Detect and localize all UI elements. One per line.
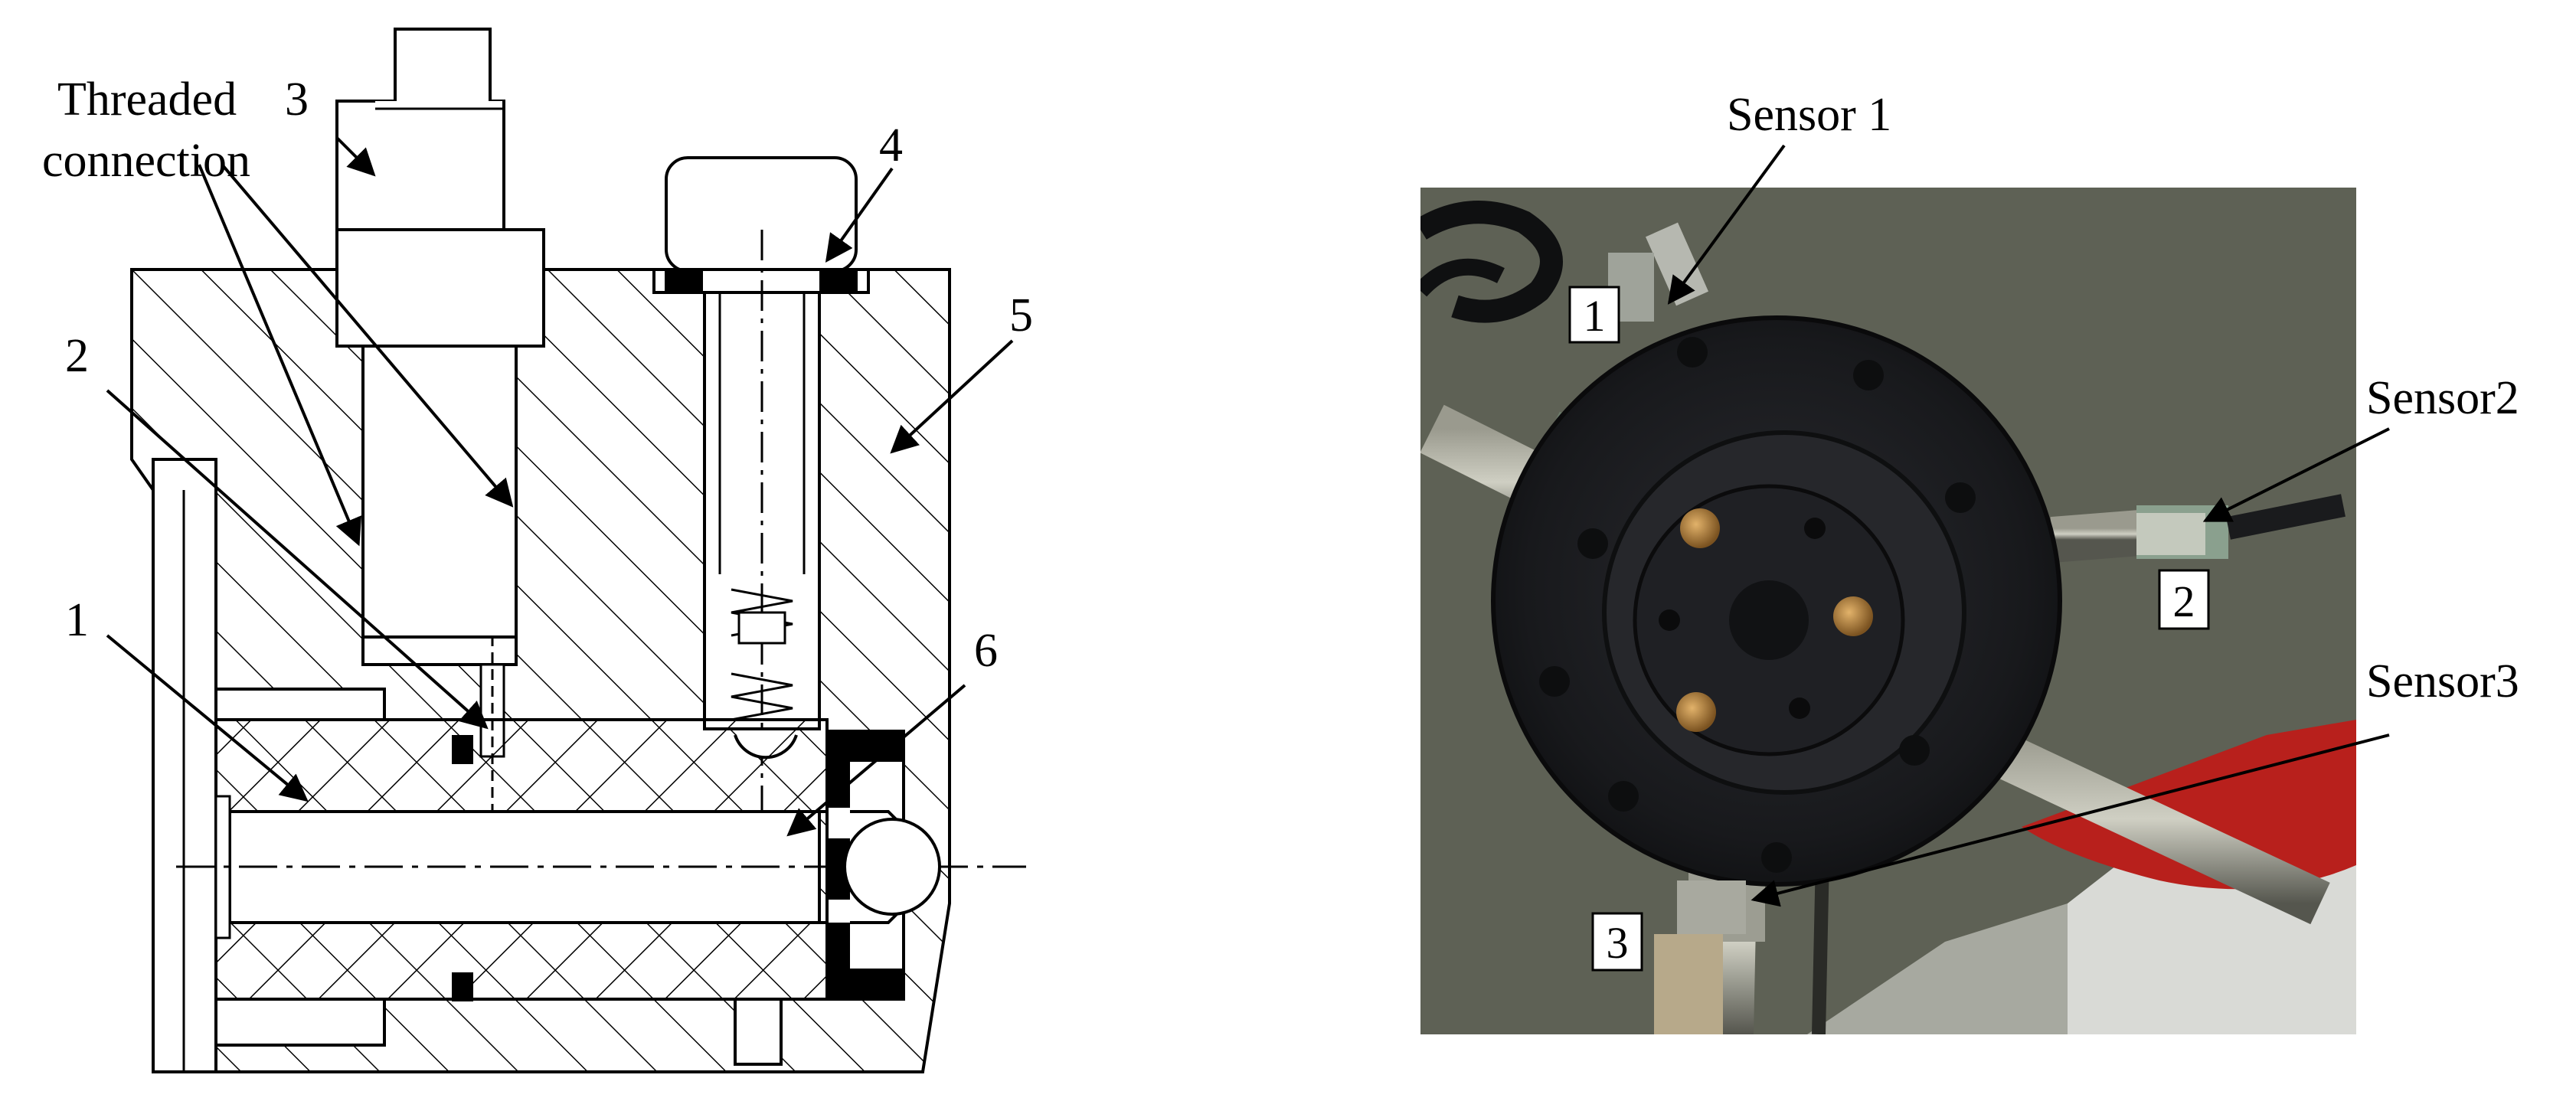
label-part-2: 2 bbox=[65, 330, 89, 382]
leader-lines bbox=[106, 136, 1014, 837]
end-fitting bbox=[825, 730, 941, 1001]
label-sensor-1: Sensor 1 bbox=[1727, 89, 1891, 141]
brass-bolt bbox=[1676, 692, 1716, 732]
sensor-tag-3: 3 bbox=[1591, 912, 1643, 972]
main-bore bbox=[176, 688, 1026, 1066]
svg-text:1: 1 bbox=[1584, 291, 1606, 341]
check-ball bbox=[843, 818, 941, 916]
label-part-3: 3 bbox=[285, 74, 309, 126]
label-threaded-line2: connection bbox=[42, 135, 250, 187]
label-part-5: 5 bbox=[1009, 289, 1033, 341]
label-sensor-3: Sensor3 bbox=[2366, 655, 2519, 707]
svg-text:2: 2 bbox=[2173, 577, 2195, 626]
svg-text:3: 3 bbox=[1607, 918, 1629, 968]
cap-part-4 bbox=[652, 156, 870, 812]
sensor-tag-2: 2 bbox=[2158, 569, 2210, 630]
cross-section-drawing: Threaded connection 3 4 5 2 1 6 bbox=[42, 28, 1033, 1073]
label-threaded-line1: Threaded bbox=[57, 74, 237, 126]
brass-bolt bbox=[1680, 508, 1720, 548]
sensor-fitting-3 bbox=[1677, 880, 1746, 934]
label-sensor-2: Sensor2 bbox=[2366, 372, 2519, 424]
sensor-leaders bbox=[1667, 144, 2390, 907]
sensor-fitting-2 bbox=[2136, 513, 2205, 555]
photo-panel: 1 2 3 Sensor 1 Sensor2 Sensor3 bbox=[1420, 89, 2519, 1034]
label-part-4: 4 bbox=[879, 119, 903, 172]
sensor-tag-1: 1 bbox=[1568, 286, 1620, 344]
label-part-1: 1 bbox=[65, 594, 89, 646]
red-hose bbox=[2022, 720, 2356, 890]
sensor-body-3 bbox=[335, 28, 545, 666]
label-part-6: 6 bbox=[974, 625, 998, 677]
brass-bolt bbox=[1833, 596, 1873, 636]
